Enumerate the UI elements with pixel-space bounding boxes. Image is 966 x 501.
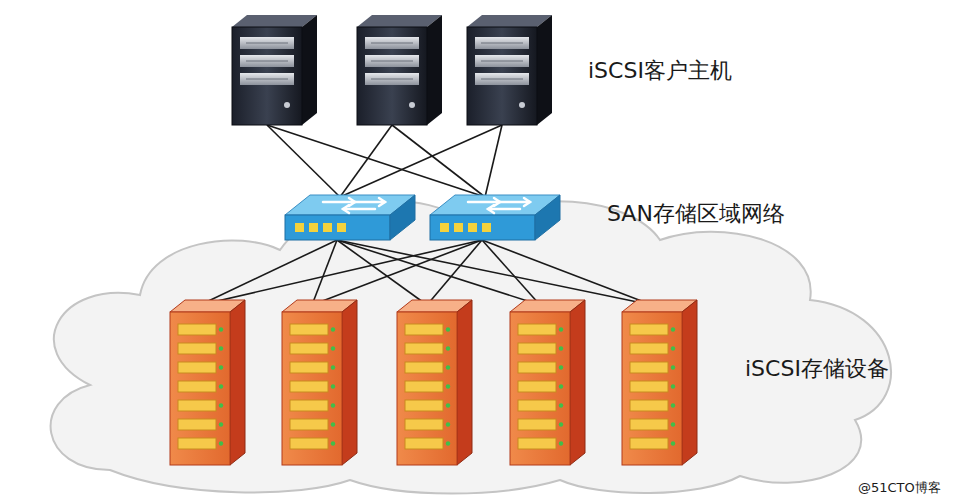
network-switch — [285, 195, 415, 240]
group-label: iSCSI存储设备 — [745, 354, 889, 384]
storage-wires — [200, 240, 652, 305]
group-label: SAN存储区域网络 — [607, 199, 785, 229]
storage-device — [510, 300, 585, 465]
network-cloud — [51, 201, 891, 493]
client-server — [232, 15, 317, 125]
watermark: @51CTO博客 — [858, 479, 941, 497]
client-server — [467, 15, 552, 125]
network-switch — [430, 195, 560, 240]
storage-device — [397, 300, 472, 465]
storage-device — [282, 300, 357, 465]
storage-device — [622, 300, 697, 465]
client-server — [357, 15, 442, 125]
storage-device — [170, 300, 245, 465]
host-wires — [267, 125, 502, 197]
group-label: iSCSI客户主机 — [588, 56, 732, 86]
